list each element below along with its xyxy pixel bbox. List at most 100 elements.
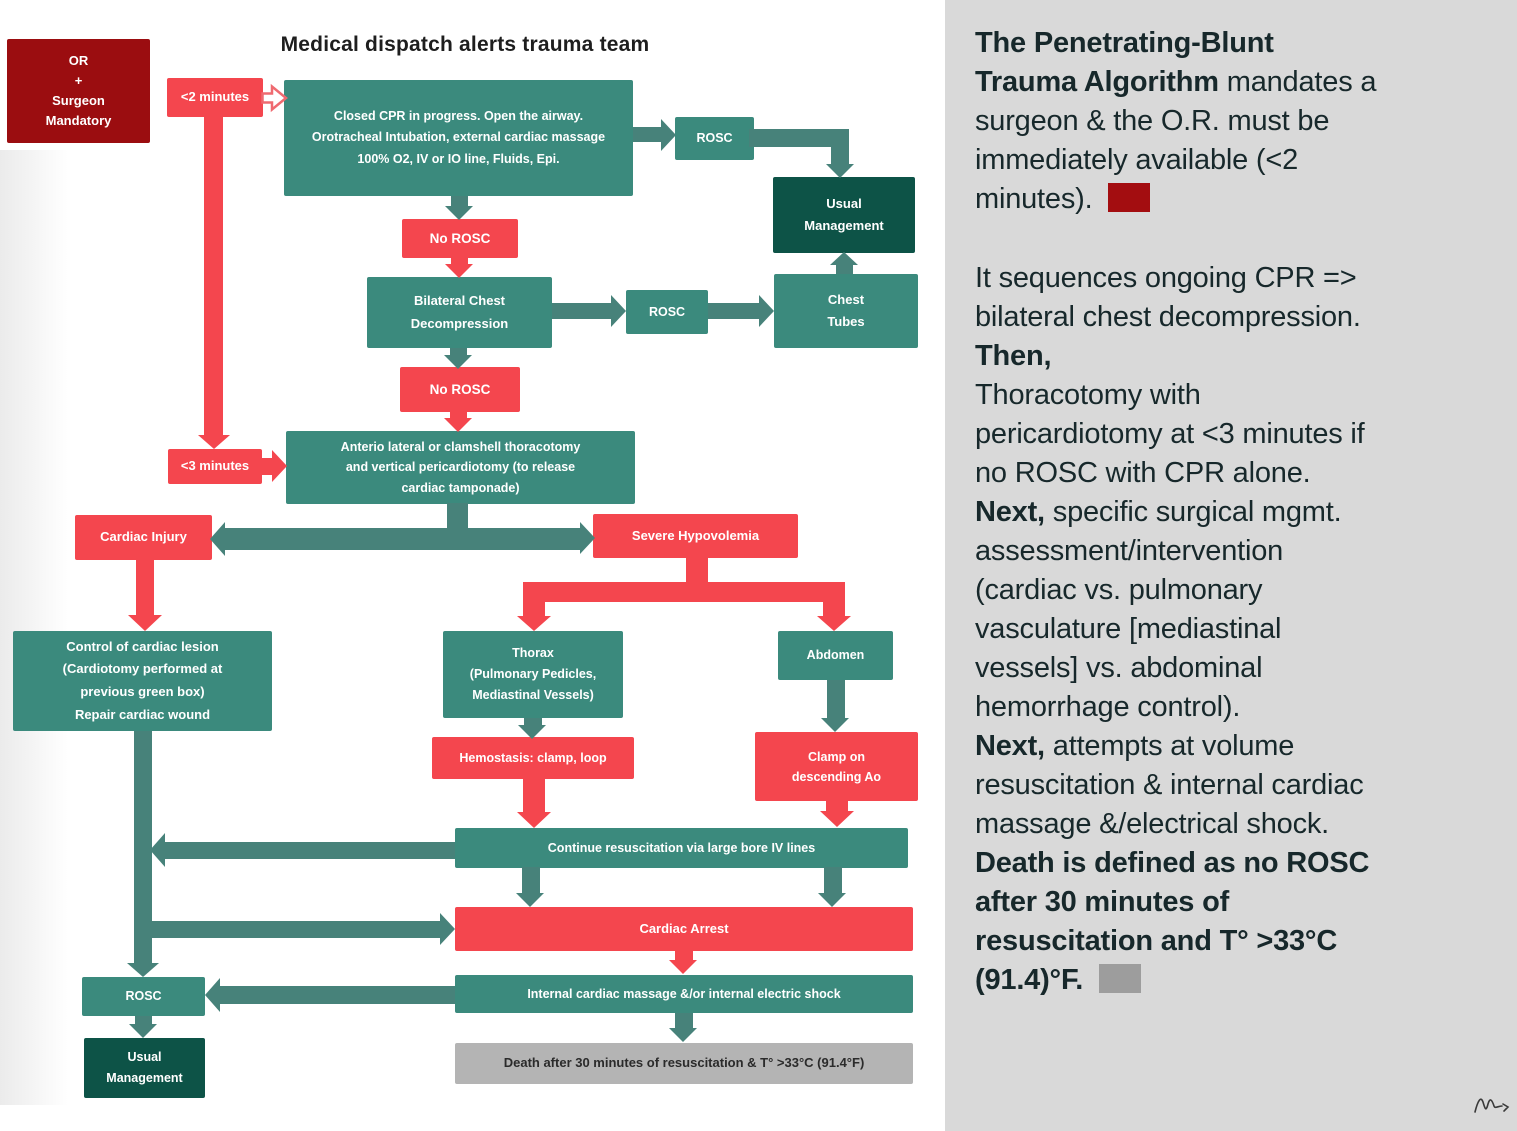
node-no-rosc-1: No ROSC bbox=[402, 219, 518, 258]
node-thoracotomy-pericardiotomy: Anterio lateral or clamshell thoracotomy… bbox=[286, 431, 635, 504]
arrow bbox=[451, 258, 468, 266]
sidebar-bold-title: The Penetrating-Blunt Trauma Algorithm bbox=[975, 27, 1274, 98]
arrow bbox=[831, 129, 849, 167]
arrowhead-down-icon bbox=[821, 718, 849, 732]
arrowhead-right-icon bbox=[272, 450, 287, 482]
arrow bbox=[523, 779, 545, 814]
node-chest-tubes: Chest Tubes bbox=[774, 274, 918, 348]
sidebar-text-2: It sequences ongoing CPR => bilateral ch… bbox=[975, 262, 1361, 333]
arrow bbox=[450, 412, 467, 420]
arrow bbox=[552, 303, 614, 319]
arrow bbox=[262, 458, 274, 475]
sidebar-paragraph-1: The Penetrating-Blunt Trauma Algorithm m… bbox=[975, 24, 1491, 219]
sidebar-text-3: Thoracotomy with pericardiotomy at <3 mi… bbox=[975, 379, 1365, 489]
arrow bbox=[136, 559, 154, 617]
arrow bbox=[522, 867, 540, 895]
node-cardiac-arrest: Cardiac Arrest bbox=[455, 907, 913, 951]
legend-swatch-gray bbox=[1098, 964, 1141, 993]
node-or-surgeon-mandatory: OR + Surgeon Mandatory bbox=[7, 39, 150, 143]
node-usual-management-1: Usual Management bbox=[773, 177, 915, 253]
arrow bbox=[749, 129, 849, 147]
arrow bbox=[686, 558, 708, 584]
arrowhead-left-icon bbox=[150, 833, 165, 867]
arrowhead-right-icon bbox=[759, 295, 774, 327]
sidebar-paragraph-2: It sequences ongoing CPR => bilateral ch… bbox=[975, 259, 1491, 1000]
arrow bbox=[152, 921, 442, 938]
arrowhead-down-icon bbox=[818, 893, 846, 907]
arrow bbox=[134, 731, 152, 965]
node-rosc-3: ROSC bbox=[82, 977, 205, 1016]
arrowhead-right-icon bbox=[580, 522, 595, 554]
node-closed-cpr: Closed CPR in progress. Open the airway.… bbox=[284, 80, 633, 196]
node-hemostasis: Hemostasis: clamp, loop bbox=[432, 737, 634, 779]
arrowhead-right-icon bbox=[611, 295, 626, 327]
sidebar-bold-death: Death is defined as no ROSC after 30 min… bbox=[975, 847, 1370, 996]
arrowhead-down-icon bbox=[516, 893, 544, 907]
background-shading bbox=[0, 150, 68, 1105]
arrow bbox=[824, 867, 842, 895]
arrowhead-down-icon bbox=[517, 812, 551, 828]
arrowhead-right-icon bbox=[661, 119, 676, 151]
arrowhead-left-icon bbox=[205, 978, 220, 1012]
flowchart: Medical dispatch alerts trauma team OR +… bbox=[0, 33, 918, 1105]
arrow bbox=[224, 528, 582, 550]
arrow bbox=[219, 986, 455, 1004]
node-under-3-minutes: <3 minutes bbox=[168, 449, 262, 484]
arrowhead-down-icon bbox=[669, 960, 697, 974]
sidebar-bold-next-1: Next, bbox=[975, 496, 1045, 528]
arrow bbox=[675, 1013, 693, 1030]
arrowhead-up-icon bbox=[830, 252, 858, 265]
node-under-2-minutes: <2 minutes bbox=[167, 78, 263, 117]
sidebar-text-5: attempts at volume resuscitation & inter… bbox=[975, 730, 1364, 840]
arrow bbox=[204, 115, 223, 436]
node-severe-hypovolemia: Severe Hypovolemia bbox=[593, 514, 798, 558]
arrowhead-down-icon bbox=[518, 725, 546, 739]
arrow bbox=[826, 801, 848, 813]
sidebar-text-4: specific surgical mgmt. assessment/inter… bbox=[975, 496, 1342, 723]
arrow bbox=[447, 503, 468, 530]
arrow bbox=[675, 951, 693, 962]
arrow bbox=[135, 1016, 152, 1026]
arrowhead-right-icon bbox=[440, 913, 455, 945]
arrowhead-down-icon bbox=[198, 435, 230, 449]
sidebar: The Penetrating-Blunt Trauma Algorithm m… bbox=[945, 0, 1517, 1131]
arrowhead-down-icon bbox=[127, 963, 159, 977]
arrow bbox=[450, 348, 467, 357]
arrowhead-down-icon bbox=[817, 616, 851, 631]
arrow bbox=[827, 680, 845, 720]
node-no-rosc-2: No ROSC bbox=[400, 367, 520, 412]
arrowhead-left-icon bbox=[210, 522, 225, 556]
node-cardiac-injury: Cardiac Injury bbox=[75, 515, 212, 560]
arrow bbox=[524, 718, 542, 727]
node-abdomen: Abdomen bbox=[778, 631, 893, 680]
node-bilateral-chest-decompression: Bilateral Chest Decompression bbox=[367, 277, 552, 348]
node-thorax: Thorax (Pulmonary Pedicles, Mediastinal … bbox=[443, 631, 623, 718]
node-internal-cardiac-massage: Internal cardiac massage &/or internal e… bbox=[455, 975, 913, 1013]
sidebar-text-1: mandates a surgeon & the O.R. must be im… bbox=[975, 66, 1377, 215]
arrowhead-down-icon bbox=[445, 206, 473, 220]
sidebar-bold-next-2: Next, bbox=[975, 730, 1045, 762]
legend-swatch-red bbox=[1108, 183, 1151, 212]
arrow bbox=[823, 600, 845, 618]
arrowhead-down-icon bbox=[444, 418, 472, 432]
sidebar-bold-then: Then, bbox=[975, 340, 1052, 372]
hollow-arrow-right-icon bbox=[261, 83, 288, 113]
arrowhead-down-icon bbox=[129, 1024, 157, 1038]
signature-icon bbox=[1474, 1098, 1510, 1113]
arrowhead-down-icon bbox=[820, 811, 854, 827]
node-clamp-descending-ao: Clamp on descending Ao bbox=[755, 732, 918, 801]
arrowhead-down-icon bbox=[128, 615, 162, 631]
node-rosc-2: ROSC bbox=[626, 290, 708, 334]
arrow bbox=[836, 263, 853, 274]
arrow bbox=[523, 600, 545, 618]
arrow bbox=[451, 196, 468, 208]
flowchart-title: Medical dispatch alerts trauma team bbox=[280, 33, 650, 56]
arrow bbox=[523, 582, 845, 602]
node-rosc-1: ROSC bbox=[675, 117, 754, 160]
arrow bbox=[164, 842, 455, 859]
arrowhead-down-icon bbox=[826, 164, 854, 178]
arrow bbox=[708, 303, 762, 319]
node-usual-management-2: Usual Management bbox=[84, 1038, 205, 1098]
arrowhead-down-icon bbox=[517, 616, 551, 631]
arrowhead-down-icon bbox=[445, 264, 473, 278]
